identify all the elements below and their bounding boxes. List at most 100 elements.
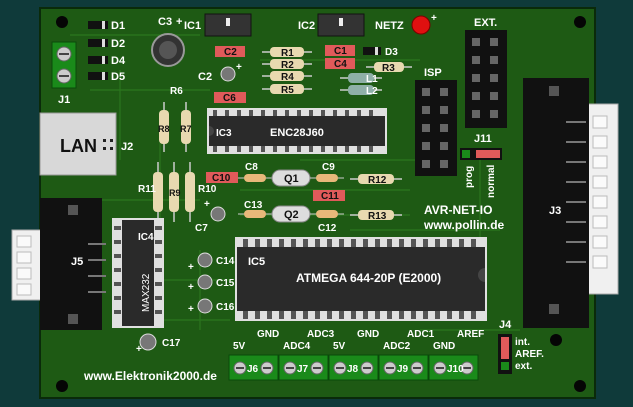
resistor-r11-label: R11: [138, 184, 156, 195]
capacitor-c3: C3 +: [151, 16, 185, 67]
svg-text:IC3: IC3: [216, 128, 232, 139]
resistor-r12: R12: [350, 174, 402, 186]
lan-label: LAN: [60, 136, 97, 156]
svg-text:C12: C12: [318, 223, 337, 234]
connector-j3: J3: [523, 78, 619, 328]
resistor-r9: R9: [169, 162, 181, 222]
svg-text:C2: C2: [224, 47, 237, 58]
diode-d3: D3: [363, 47, 398, 58]
capacitor-c1: C1: [325, 45, 355, 57]
svg-text:Q2: Q2: [284, 209, 299, 221]
svg-text:C6: C6: [223, 93, 236, 104]
svg-text:J2: J2: [121, 141, 133, 153]
svg-text:C14: C14: [216, 256, 235, 267]
svg-text:R11: R11: [138, 184, 156, 195]
svg-text:R7: R7: [180, 124, 192, 134]
diode-d5: D5: [88, 71, 125, 83]
led-netz: NETZ +: [375, 13, 437, 35]
svg-text:D2: D2: [111, 38, 125, 50]
svg-text:J5: J5: [71, 256, 83, 268]
svg-text:ATMEGA 644-20P (E2000): ATMEGA 644-20P (E2000): [296, 271, 441, 285]
svg-text:R10: R10: [198, 184, 217, 195]
svg-text:R6: R6: [170, 86, 183, 97]
board-title: AVR-NET-IO: [424, 203, 492, 217]
terminal-pin-label: 5V: [333, 341, 346, 352]
svg-text:R2: R2: [281, 60, 294, 71]
svg-text:+: +: [204, 199, 210, 210]
resistor-r7: R7: [180, 102, 192, 152]
svg-text:R8: R8: [158, 124, 170, 134]
capacitor-c12: C12: [310, 210, 344, 234]
svg-text:+: +: [236, 62, 242, 73]
svg-text:C3: C3: [158, 16, 172, 28]
svg-text:C1: C1: [334, 46, 347, 57]
svg-text:prog: prog: [464, 166, 475, 188]
svg-text:ext.: ext.: [515, 361, 532, 372]
svg-text:R13: R13: [368, 211, 387, 222]
capacitor-c17: + C17: [136, 333, 181, 355]
board-website: www.pollin.de: [423, 218, 505, 232]
mounting-hole: [56, 16, 68, 28]
svg-text:int.: int.: [515, 337, 530, 348]
capacitor-c13: C13: [238, 200, 272, 218]
j1-label: J1: [58, 94, 70, 106]
svg-text:+: +: [136, 344, 142, 355]
terminal-pin-label: ADC3: [307, 329, 335, 340]
svg-text:MAX232: MAX232: [141, 273, 152, 312]
capacitor-c10: C10: [206, 172, 238, 184]
svg-text:R5: R5: [281, 85, 294, 96]
crystal-q2: Q2: [271, 205, 311, 223]
svg-text:+: +: [188, 282, 194, 293]
svg-text:C10: C10: [212, 173, 231, 184]
svg-text:C8: C8: [245, 162, 258, 173]
jumper-j4: J4 int. AREF. ext.: [498, 319, 544, 374]
svg-text:D5: D5: [111, 71, 125, 83]
terminal-pin-label: GND: [433, 341, 455, 352]
inductor-l1: L1: [340, 73, 382, 85]
svg-text:D1: D1: [111, 20, 125, 32]
mounting-hole: [574, 16, 586, 28]
svg-text:R3: R3: [382, 63, 395, 74]
resistor-r13: R13: [350, 210, 402, 222]
regulator-ic2: IC2: [298, 13, 365, 37]
inductor-l2: L2: [340, 85, 382, 97]
crystal-q1: Q1: [271, 169, 311, 187]
svg-text:IC5: IC5: [248, 256, 265, 268]
mounting-hole: [574, 380, 586, 392]
svg-text:C2: C2: [198, 71, 212, 83]
svg-text:EXT.: EXT.: [474, 17, 497, 29]
resistor-r6-label: R6: [170, 86, 183, 97]
diode-d2: D2: [88, 38, 125, 50]
terminal-id-label: J6: [247, 364, 259, 375]
resistor-r8: R8: [158, 102, 170, 152]
svg-text:+: +: [431, 13, 437, 24]
header-ext: EXT.: [465, 17, 507, 128]
svg-text:C4: C4: [334, 59, 347, 70]
diodes-group: D1 D2 D4 D5: [88, 20, 126, 83]
terminal-blocks: J65VGNDJ7ADC4ADC3J85VGNDJ9ADC2ADC1J10GND…: [228, 329, 484, 381]
svg-text:R1: R1: [281, 48, 294, 59]
svg-text:J4: J4: [499, 319, 512, 331]
header-isp: ISP: [415, 67, 457, 176]
capacitor-c4: C4: [325, 58, 355, 70]
terminal-pin-label: GND: [257, 329, 279, 340]
mounting-hole: [550, 334, 562, 346]
terminal-pin-label: GND: [357, 329, 379, 340]
svg-text:J11: J11: [474, 133, 492, 145]
resistor-r3: R3: [366, 62, 412, 74]
svg-text:NETZ: NETZ: [375, 20, 404, 32]
svg-text:ENC28J60: ENC28J60: [270, 127, 324, 139]
connector-j1: J1: [51, 41, 77, 106]
resistor-r4: R4: [262, 71, 312, 83]
terminal-pin-label: ADC2: [383, 341, 411, 352]
capacitor-c8: C8: [238, 162, 272, 182]
capacitor-c7: + C7: [195, 199, 226, 234]
chip-ic4: IC4 MAX232: [112, 218, 164, 328]
mounting-hole: [56, 380, 68, 392]
capacitor-c15: + C15: [188, 274, 235, 293]
